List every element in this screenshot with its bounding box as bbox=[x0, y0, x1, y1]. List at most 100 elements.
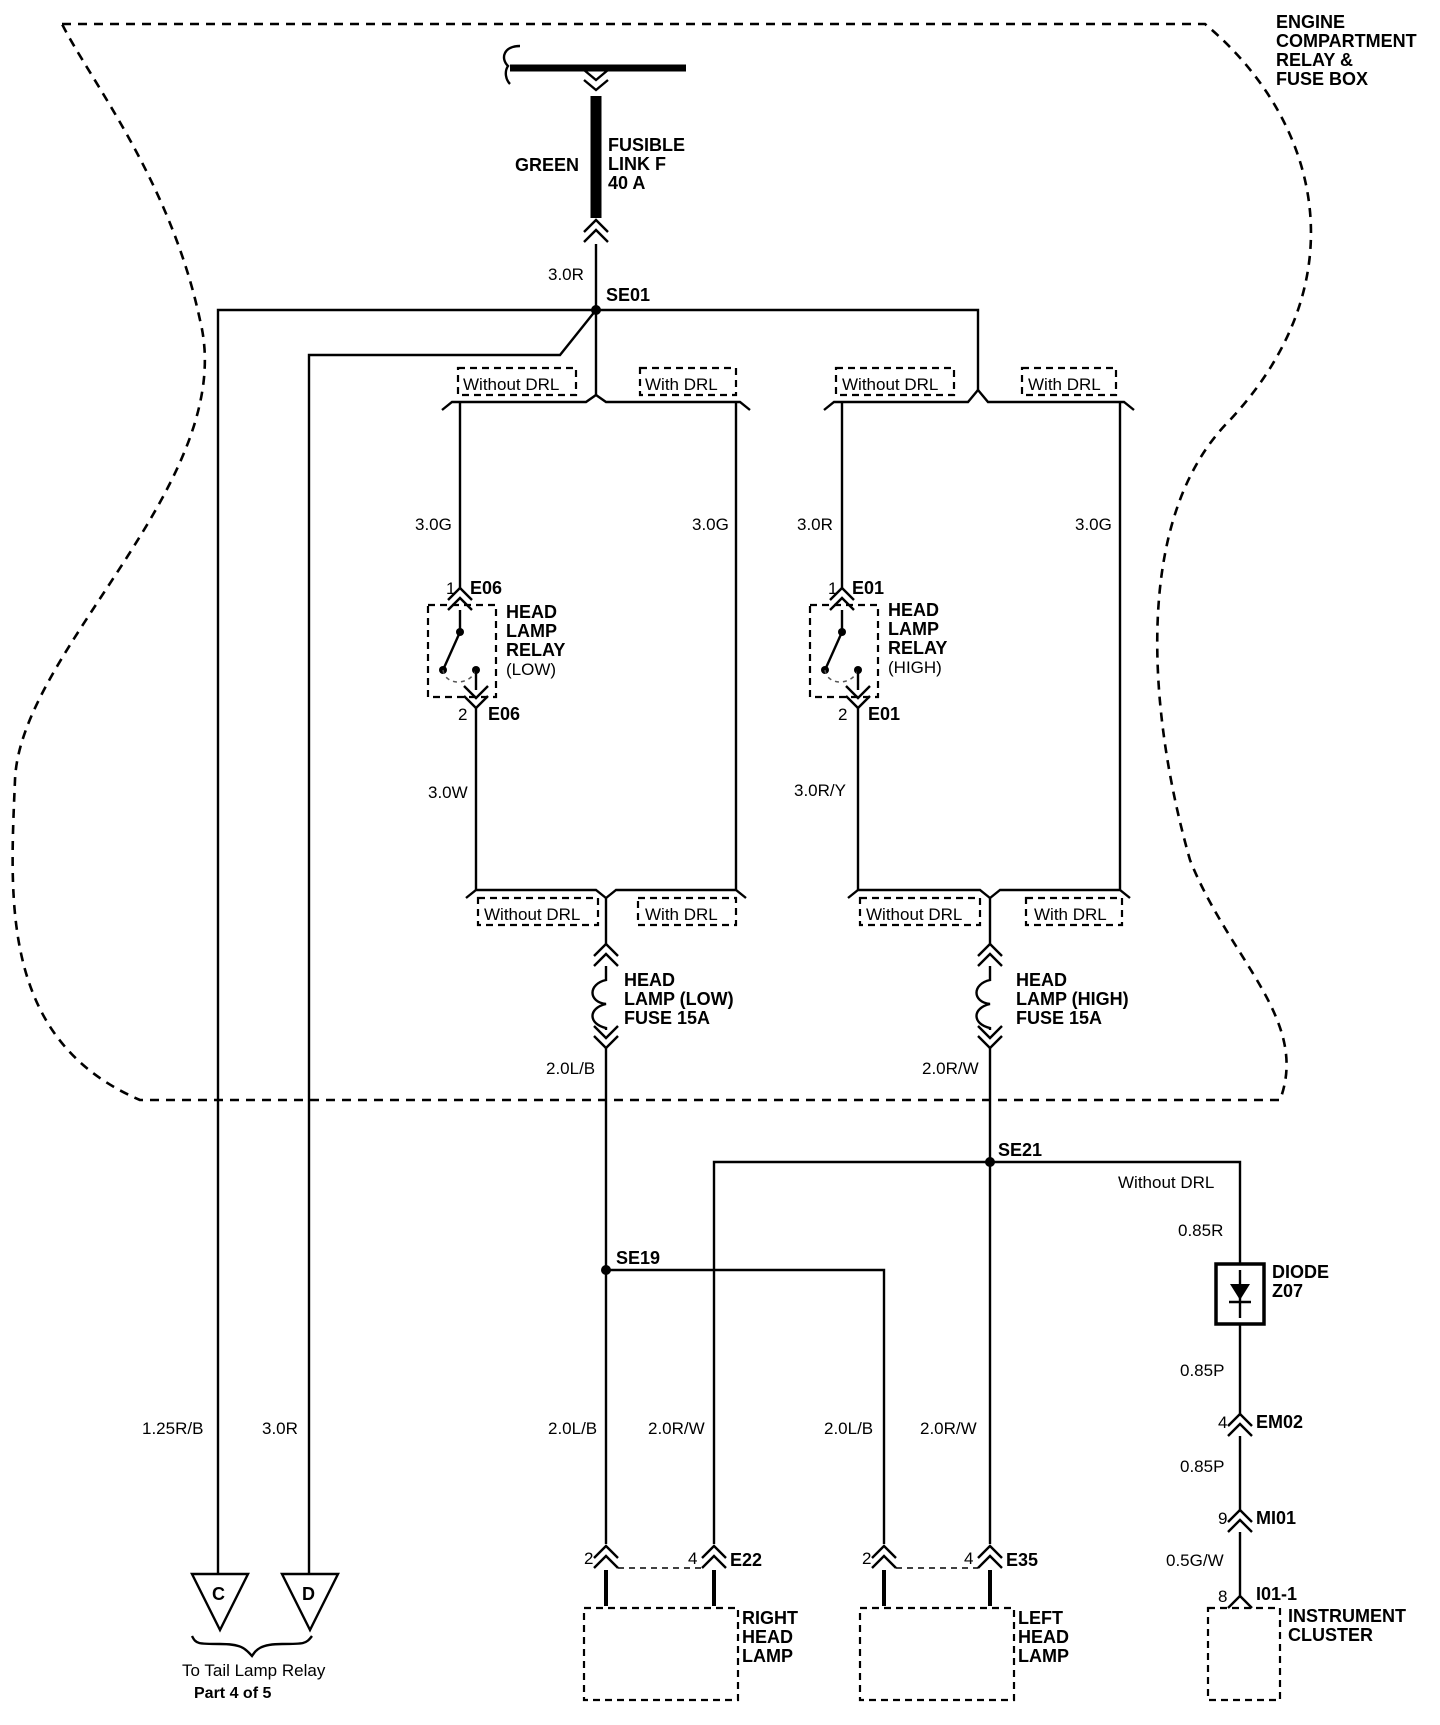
diagram-label: 2.0L/B bbox=[548, 1419, 597, 1438]
diagram-label: 0.85P bbox=[1180, 1361, 1224, 1380]
diagram-label: 1 bbox=[446, 579, 455, 598]
diagram-label: E01 bbox=[852, 578, 884, 598]
relay-high-box bbox=[808, 603, 880, 699]
diagram-label: FUSIBLE bbox=[608, 135, 685, 155]
low-beam-circuit: Without DRL With DRL 3.0G 3.0G 1 E06 2 E… bbox=[415, 366, 751, 1078]
diagram-label: DIODE bbox=[1272, 1262, 1329, 1282]
diagram-label: 3.0W bbox=[428, 783, 468, 802]
diagram-label: CLUSTER bbox=[1288, 1625, 1373, 1645]
diagram-label: 4 bbox=[964, 1549, 973, 1568]
diagram-label: 2 bbox=[458, 705, 467, 724]
diagram-label: 3.0R bbox=[797, 515, 833, 534]
drl-option-without: Without DRL bbox=[463, 375, 559, 394]
diagram-label: INSTRUMENT bbox=[1288, 1606, 1406, 1626]
offpage-note: To Tail Lamp Relay bbox=[182, 1661, 326, 1680]
offpage-d: D bbox=[302, 1584, 315, 1604]
diagram-label: E06 bbox=[470, 578, 502, 598]
diagram-label: 2.0L/B bbox=[824, 1419, 873, 1438]
diagram-label: With DRL bbox=[645, 905, 718, 924]
diagram-label: FUSE 15A bbox=[1016, 1008, 1102, 1028]
diagram-label: HEAD bbox=[1016, 970, 1067, 990]
high-beam-circuit: Without DRL With DRL 3.0R 3.0G 1 E01 2 E… bbox=[794, 366, 1135, 1078]
diagram-label: Without DRL bbox=[1118, 1173, 1214, 1192]
diagram-label: ENGINE bbox=[1276, 12, 1345, 32]
offpage-c-symbol bbox=[190, 1572, 250, 1633]
lamp-distribution: SE19 SE21 2.0L/B 2.0R/W 2.0L/B 2.0R/W 2 … bbox=[548, 1048, 1242, 1702]
diagram-label: 3.0R bbox=[262, 1419, 298, 1438]
diagram-label: HEAD bbox=[506, 602, 557, 622]
diagram-label: With DRL bbox=[1028, 375, 1101, 394]
diagram-label: Without DRL bbox=[484, 905, 580, 924]
fusible-link-color: GREEN bbox=[515, 155, 579, 175]
diagram-label: Z07 bbox=[1272, 1281, 1303, 1301]
instrument-cluster-branch: Without DRL 0.85R DIODE Z07 0.85P 4 EM02… bbox=[1118, 1173, 1406, 1702]
diagram-label: (LOW) bbox=[506, 660, 556, 679]
splice-se21: SE21 bbox=[998, 1140, 1042, 1160]
wire-label-main: 3.0R bbox=[548, 265, 584, 284]
diagram-label: (HIGH) bbox=[888, 658, 942, 677]
diagram-label: 4 bbox=[688, 1549, 697, 1568]
diagram-label: LAMP (LOW) bbox=[624, 989, 734, 1009]
diagram-label: 2 bbox=[584, 1549, 593, 1568]
diagram-label: FUSE 15A bbox=[624, 1008, 710, 1028]
diagram-label: LAMP bbox=[742, 1646, 793, 1666]
diagram-label: 3.0G bbox=[415, 515, 452, 534]
connector-i01: I01-1 bbox=[1256, 1584, 1297, 1604]
relay-low-box bbox=[426, 603, 498, 699]
diagram-label: LEFT bbox=[1018, 1608, 1063, 1628]
diagram-label: 9 bbox=[1218, 1509, 1227, 1528]
diagram-label: HEAD bbox=[742, 1627, 793, 1647]
diagram-label: 2.0R/W bbox=[920, 1419, 977, 1438]
diagram-label: LAMP (HIGH) bbox=[1016, 989, 1129, 1009]
diagram-label: 2 bbox=[862, 1549, 871, 1568]
diagram-label: With DRL bbox=[1034, 905, 1107, 924]
diagram-label: LAMP bbox=[1018, 1646, 1069, 1666]
diagram-label: 2.0R/W bbox=[922, 1059, 979, 1078]
connector-e22: E22 bbox=[730, 1550, 762, 1570]
instrument-cluster-box bbox=[1206, 1606, 1282, 1702]
fuse-box-boundary bbox=[11, 22, 1313, 1102]
diagram-label: 1 bbox=[828, 579, 837, 598]
diagram-label: HEAD bbox=[1018, 1627, 1069, 1647]
right-head-lamp-box bbox=[582, 1606, 740, 1702]
diagram-label: E06 bbox=[488, 704, 520, 724]
diagram-label: RELAY bbox=[888, 638, 947, 658]
diagram-label: 2.0R/W bbox=[648, 1419, 705, 1438]
offpage-d-symbol bbox=[280, 1572, 340, 1633]
fusible-link-f: GREEN FUSIBLE LINK F 40 A bbox=[515, 96, 685, 243]
diagram-label: LAMP bbox=[888, 619, 939, 639]
diagram-label: 8 bbox=[1218, 1587, 1227, 1606]
diagram-label: Without DRL bbox=[866, 905, 962, 924]
diagram-label: 2 bbox=[838, 705, 847, 724]
diagram-label: RIGHT bbox=[742, 1608, 798, 1628]
offpage-c: C bbox=[212, 1584, 225, 1604]
diagram-label: 1.25R/B bbox=[142, 1419, 203, 1438]
battery-bus bbox=[502, 44, 686, 92]
diagram-label: COMPARTMENT bbox=[1276, 31, 1417, 51]
diagram-label: HEAD bbox=[888, 600, 939, 620]
connector-em02: EM02 bbox=[1256, 1412, 1303, 1432]
diagram-label: FUSE BOX bbox=[1276, 69, 1368, 89]
diagram-label: E01 bbox=[868, 704, 900, 724]
connector-e35: E35 bbox=[1006, 1550, 1038, 1570]
diagram-label: 2.0L/B bbox=[546, 1059, 595, 1078]
offpage-part: Part 4 of 5 bbox=[194, 1685, 271, 1702]
diagram-label: HEAD bbox=[624, 970, 675, 990]
splice-se01: SE01 bbox=[606, 285, 650, 305]
splice-se19: SE19 bbox=[616, 1248, 660, 1268]
diagram-label: 0.5G/W bbox=[1166, 1551, 1224, 1570]
diagram-label: 4 bbox=[1218, 1413, 1227, 1432]
diagram-label: 0.85P bbox=[1180, 1457, 1224, 1476]
diagram-label: RELAY & bbox=[1276, 50, 1353, 70]
se01-bus bbox=[216, 308, 980, 1620]
diagram-label: 3.0G bbox=[692, 515, 729, 534]
diagram-label: 3.0R/Y bbox=[794, 781, 846, 800]
offpage-connectors: 1.25R/B 3.0R C D To Tail Lamp Relay Part… bbox=[142, 1419, 340, 1702]
diagram-label: 40 A bbox=[608, 173, 645, 193]
connector-mi01: MI01 bbox=[1256, 1508, 1296, 1528]
diagram-label: 3.0G bbox=[1075, 515, 1112, 534]
diagram-label: LINK F bbox=[608, 154, 666, 174]
diagram-label: LAMP bbox=[506, 621, 557, 641]
